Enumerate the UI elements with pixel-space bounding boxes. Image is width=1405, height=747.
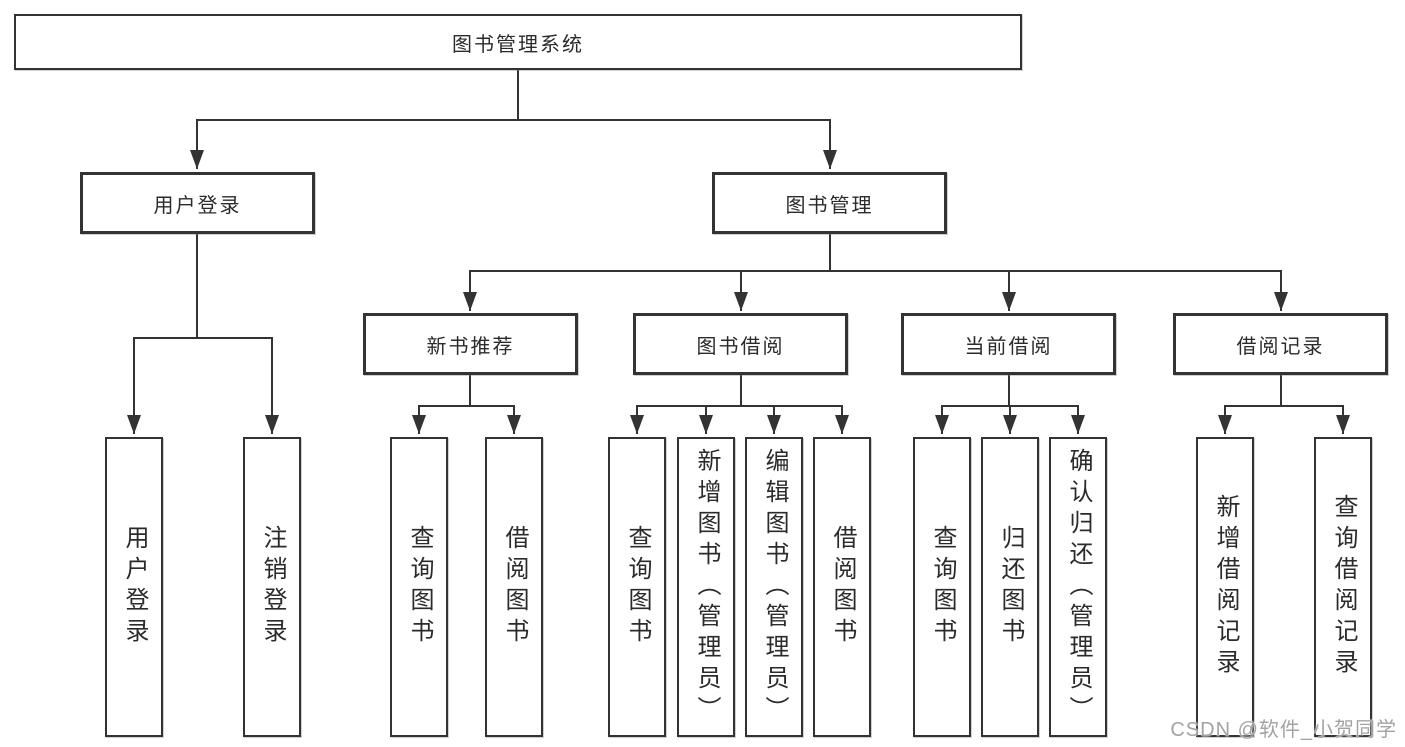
node-book-management: 图书管理	[712, 172, 947, 234]
node-leaf-edit-book-admin: 编辑图书（管理员）	[745, 437, 803, 737]
node-book-borrow: 图书借阅	[633, 313, 848, 375]
node-leaf-query-books-current: 查询图书	[913, 437, 971, 737]
csdn-watermark: CSDN @软件_小贺同学	[1170, 719, 1397, 741]
node-leaf-query-borrow-record: 查询借阅记录	[1314, 437, 1372, 737]
node-leaf-logout: 注销登录	[243, 437, 301, 737]
node-leaf-borrow-books: 借阅图书	[813, 437, 871, 737]
node-current-borrow: 当前借阅	[901, 313, 1116, 375]
node-leaf-user-login: 用户登录	[105, 437, 163, 737]
node-new-book-recommend: 新书推荐	[363, 313, 578, 375]
node-leaf-borrow-books-recommend: 借阅图书	[485, 437, 543, 737]
node-leaf-confirm-return-admin: 确认归还（管理员）	[1049, 437, 1107, 737]
node-leaf-add-book-admin: 新增图书（管理员）	[677, 437, 735, 737]
node-library-management-system: 图书管理系统	[14, 14, 1022, 70]
node-leaf-query-books-recommend: 查询图书	[390, 437, 448, 737]
node-borrow-records: 借阅记录	[1173, 313, 1388, 375]
node-leaf-add-borrow-record: 新增借阅记录	[1196, 437, 1254, 737]
node-user-login: 用户登录	[80, 172, 315, 234]
node-leaf-return-books: 归还图书	[981, 437, 1039, 737]
node-leaf-query-books-borrow: 查询图书	[608, 437, 666, 737]
